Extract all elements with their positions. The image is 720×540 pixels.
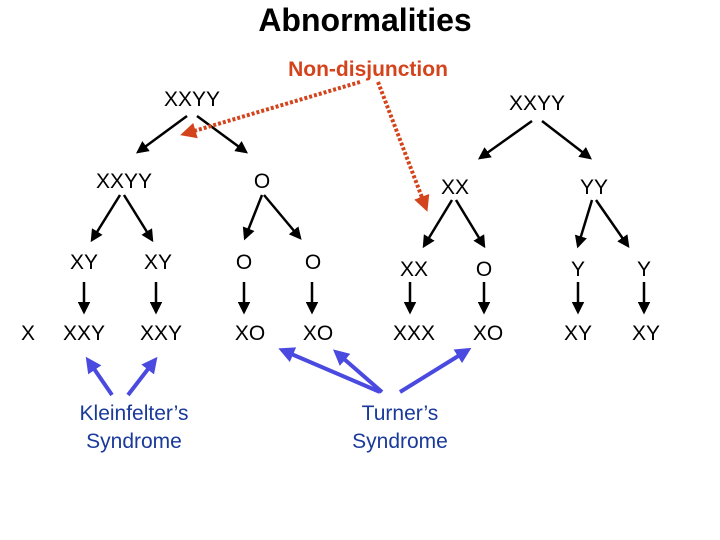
cell-c: XX [441,176,469,199]
cell-d: YY [580,176,608,199]
parent-cell-left: XXYY [164,88,220,111]
result-6: XO [473,322,503,345]
klinefelter-label-line2: Syndrome [86,430,182,453]
turner-label-line1: Turner’s [362,402,439,425]
gamete-d1: Y [571,258,585,281]
result-4: XO [303,322,333,345]
gamete-a1: XY [70,251,98,274]
parent-cell-right: XXYY [509,92,565,115]
result-1: XXY [63,322,105,345]
result-2: XXY [140,322,182,345]
result-5: XXX [393,322,435,345]
gamete-d2: Y [637,258,651,281]
diagram-title: Abnormalities [258,2,471,38]
turner-label-line2: Syndrome [352,430,448,453]
meiosis-arrows [77,114,651,315]
gamete-c2: O [476,258,492,281]
nondisjunction-arrows [180,80,430,212]
klinefelter-label-line1: Kleinfelter’s [80,402,189,425]
syndrome-arrows [85,347,472,397]
nondisjunction-label: Non-disjunction [288,58,448,81]
gamete-c1: XX [400,258,428,281]
cell-b: O [254,170,270,193]
result-7: XY [564,322,592,345]
cell-a: XXYY [96,170,152,193]
result-3: XO [235,322,265,345]
gamete-b2: O [305,251,321,274]
x-chromosome-label: X [21,322,35,345]
gamete-b1: O [236,251,252,274]
gamete-a2: XY [144,251,172,274]
result-8: XY [632,322,660,345]
